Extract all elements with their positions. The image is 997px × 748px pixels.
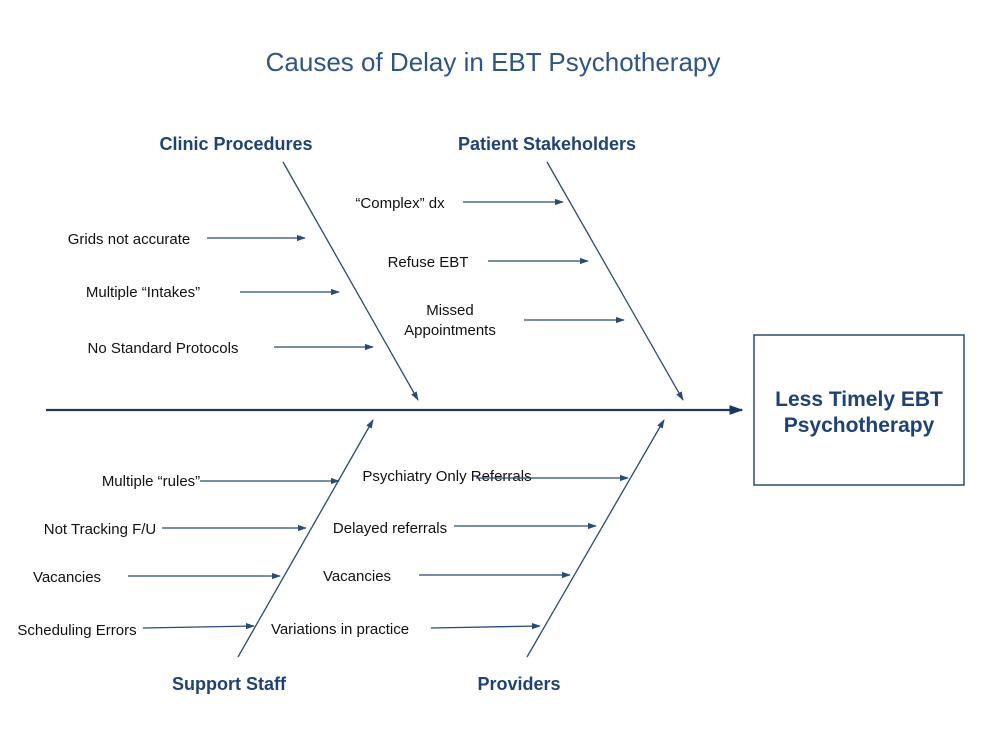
cause-scheduling-errors: Scheduling Errors (17, 622, 136, 639)
effect-line-1: Less Timely EBT (775, 388, 943, 411)
category-patient-stakeholders: Patient Stakeholders (458, 134, 636, 154)
category-clinic-procedures: Clinic Procedures (159, 134, 312, 154)
cause-variations-in-practice: Variations in practice (271, 621, 409, 638)
cause-multiple-rules: Multiple “rules” (102, 473, 200, 490)
cause-arrow (142, 622, 255, 630)
category-providers: Providers (477, 674, 560, 694)
cause-psychiatry-only-referrals: Psychiatry Only Referrals (362, 468, 531, 485)
cause-missed-appointments-line-1: Missed (426, 302, 474, 319)
cause-complex-dx: “Complex” dx (355, 195, 445, 212)
category-support-staff: Support Staff (172, 674, 287, 694)
bone-support-staff (237, 419, 374, 658)
effect-line-2: Psychotherapy (784, 414, 935, 437)
cause-arrow (430, 622, 541, 630)
cause-multiple-intakes: Multiple “Intakes” (86, 284, 200, 301)
cause-grids-not-accurate: Grids not accurate (68, 231, 191, 248)
cause-missed-appointments-line-2: Appointments (404, 322, 496, 339)
diagram-title: Causes of Delay in EBT Psychotherapy (266, 47, 721, 77)
cause-no-standard-protocols: No Standard Protocols (88, 340, 239, 357)
cause-vacancies-support: Vacancies (33, 569, 101, 586)
cause-not-tracking-fu: Not Tracking F/U (44, 521, 157, 538)
cause-refuse-ebt: Refuse EBT (388, 254, 469, 271)
cause-delayed-referrals: Delayed referrals (333, 520, 447, 537)
bone-patient-stakeholders (546, 161, 684, 401)
cause-vacancies-providers: Vacancies (323, 568, 391, 585)
effect-box (753, 334, 965, 486)
bone-providers (526, 419, 665, 658)
bone-clinic-procedures (282, 161, 419, 401)
